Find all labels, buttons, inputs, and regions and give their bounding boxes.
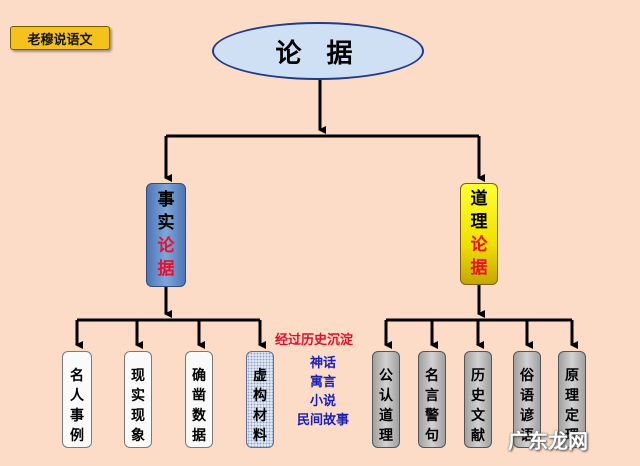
leaf-char: 虚 xyxy=(253,368,267,384)
leaf-famous-people-examples: 名 人 事 例 xyxy=(62,351,92,448)
leaf-historical-documents: 历 史 文 献 xyxy=(464,351,492,448)
leaf-principles-theorems: 原 理 定 理 xyxy=(558,351,586,448)
leaf-char: 句 xyxy=(425,428,439,444)
reason-char-2: 理 xyxy=(470,212,488,232)
leaf-char: 名 xyxy=(425,368,439,384)
leaf-char: 据 xyxy=(192,428,206,444)
author-badge: 老穆说语文 xyxy=(10,26,110,50)
leaf-real-phenomena: 现 实 现 象 xyxy=(124,351,152,448)
watermark: 广东龙网 xyxy=(508,429,588,453)
leaf-char: 现 xyxy=(131,408,145,424)
reason-char-4: 据 xyxy=(470,258,488,278)
leaf-char: 现 xyxy=(131,368,145,384)
reason-char-1: 道 xyxy=(470,189,488,209)
leaf-char: 言 xyxy=(425,388,439,404)
leaf-char: 原 xyxy=(565,368,579,384)
leaf-char: 料 xyxy=(253,428,267,444)
leaf-solid-data: 确 凿 数 据 xyxy=(185,351,213,448)
leaf-char: 理 xyxy=(565,428,579,444)
annotation-line: 神话 xyxy=(309,356,336,371)
fact-char-2: 实 xyxy=(157,213,175,233)
leaf-char: 认 xyxy=(379,388,393,404)
fact-char-1: 事 xyxy=(157,190,175,210)
leaf-char: 献 xyxy=(471,428,485,444)
leaf-fictional-material: 虚 构 材 料 xyxy=(246,351,274,448)
leaf-char: 实 xyxy=(131,388,145,404)
leaf-char: 数 xyxy=(192,408,206,424)
reason-char-3: 论 xyxy=(470,235,488,255)
leaf-char: 公 xyxy=(379,368,393,384)
leaf-char: 定 xyxy=(565,408,579,424)
leaf-char: 俗 xyxy=(520,368,534,384)
annotation-historical: 经过历史沉淀 xyxy=(275,333,354,348)
annotation-line: 民间故事 xyxy=(296,413,349,428)
leaf-char: 名 xyxy=(70,368,84,384)
reason-evidence-node: 道 理 论 据 xyxy=(460,183,498,285)
fact-evidence-node: 事 实 论 据 xyxy=(146,183,186,287)
annotation-line: 寓言 xyxy=(309,375,336,390)
leaf-char: 凿 xyxy=(192,388,206,404)
leaf-char: 象 xyxy=(131,428,145,444)
annotation-fiction-types: 神话 寓言 小说 民间故事 xyxy=(278,354,368,430)
leaf-char: 材 xyxy=(253,408,267,424)
root-node-lunju: 论 据 xyxy=(212,22,424,80)
fact-char-3: 论 xyxy=(157,236,175,256)
leaf-char: 事 xyxy=(70,408,84,424)
leaf-char: 确 xyxy=(192,368,206,384)
leaf-char: 语 xyxy=(520,388,534,404)
leaf-proverbs: 俗 语 谚 语 xyxy=(513,351,541,448)
leaf-char: 例 xyxy=(70,428,84,444)
leaf-famous-quotes: 名 言 警 句 xyxy=(418,351,446,448)
leaf-char: 语 xyxy=(520,428,534,444)
leaf-char: 理 xyxy=(565,388,579,404)
annotation-line: 小说 xyxy=(309,394,336,409)
leaf-char: 道 xyxy=(379,408,393,424)
leaf-char: 人 xyxy=(70,388,84,404)
fact-char-4: 据 xyxy=(157,259,175,279)
leaf-char: 史 xyxy=(471,388,485,404)
leaf-char: 警 xyxy=(425,408,439,424)
leaf-char: 理 xyxy=(379,428,393,444)
leaf-accepted-truths: 公 认 道 理 xyxy=(372,351,400,448)
leaf-char: 谚 xyxy=(520,408,534,424)
leaf-char: 构 xyxy=(253,388,267,404)
leaf-char: 文 xyxy=(471,408,485,424)
leaf-char: 历 xyxy=(471,368,485,384)
